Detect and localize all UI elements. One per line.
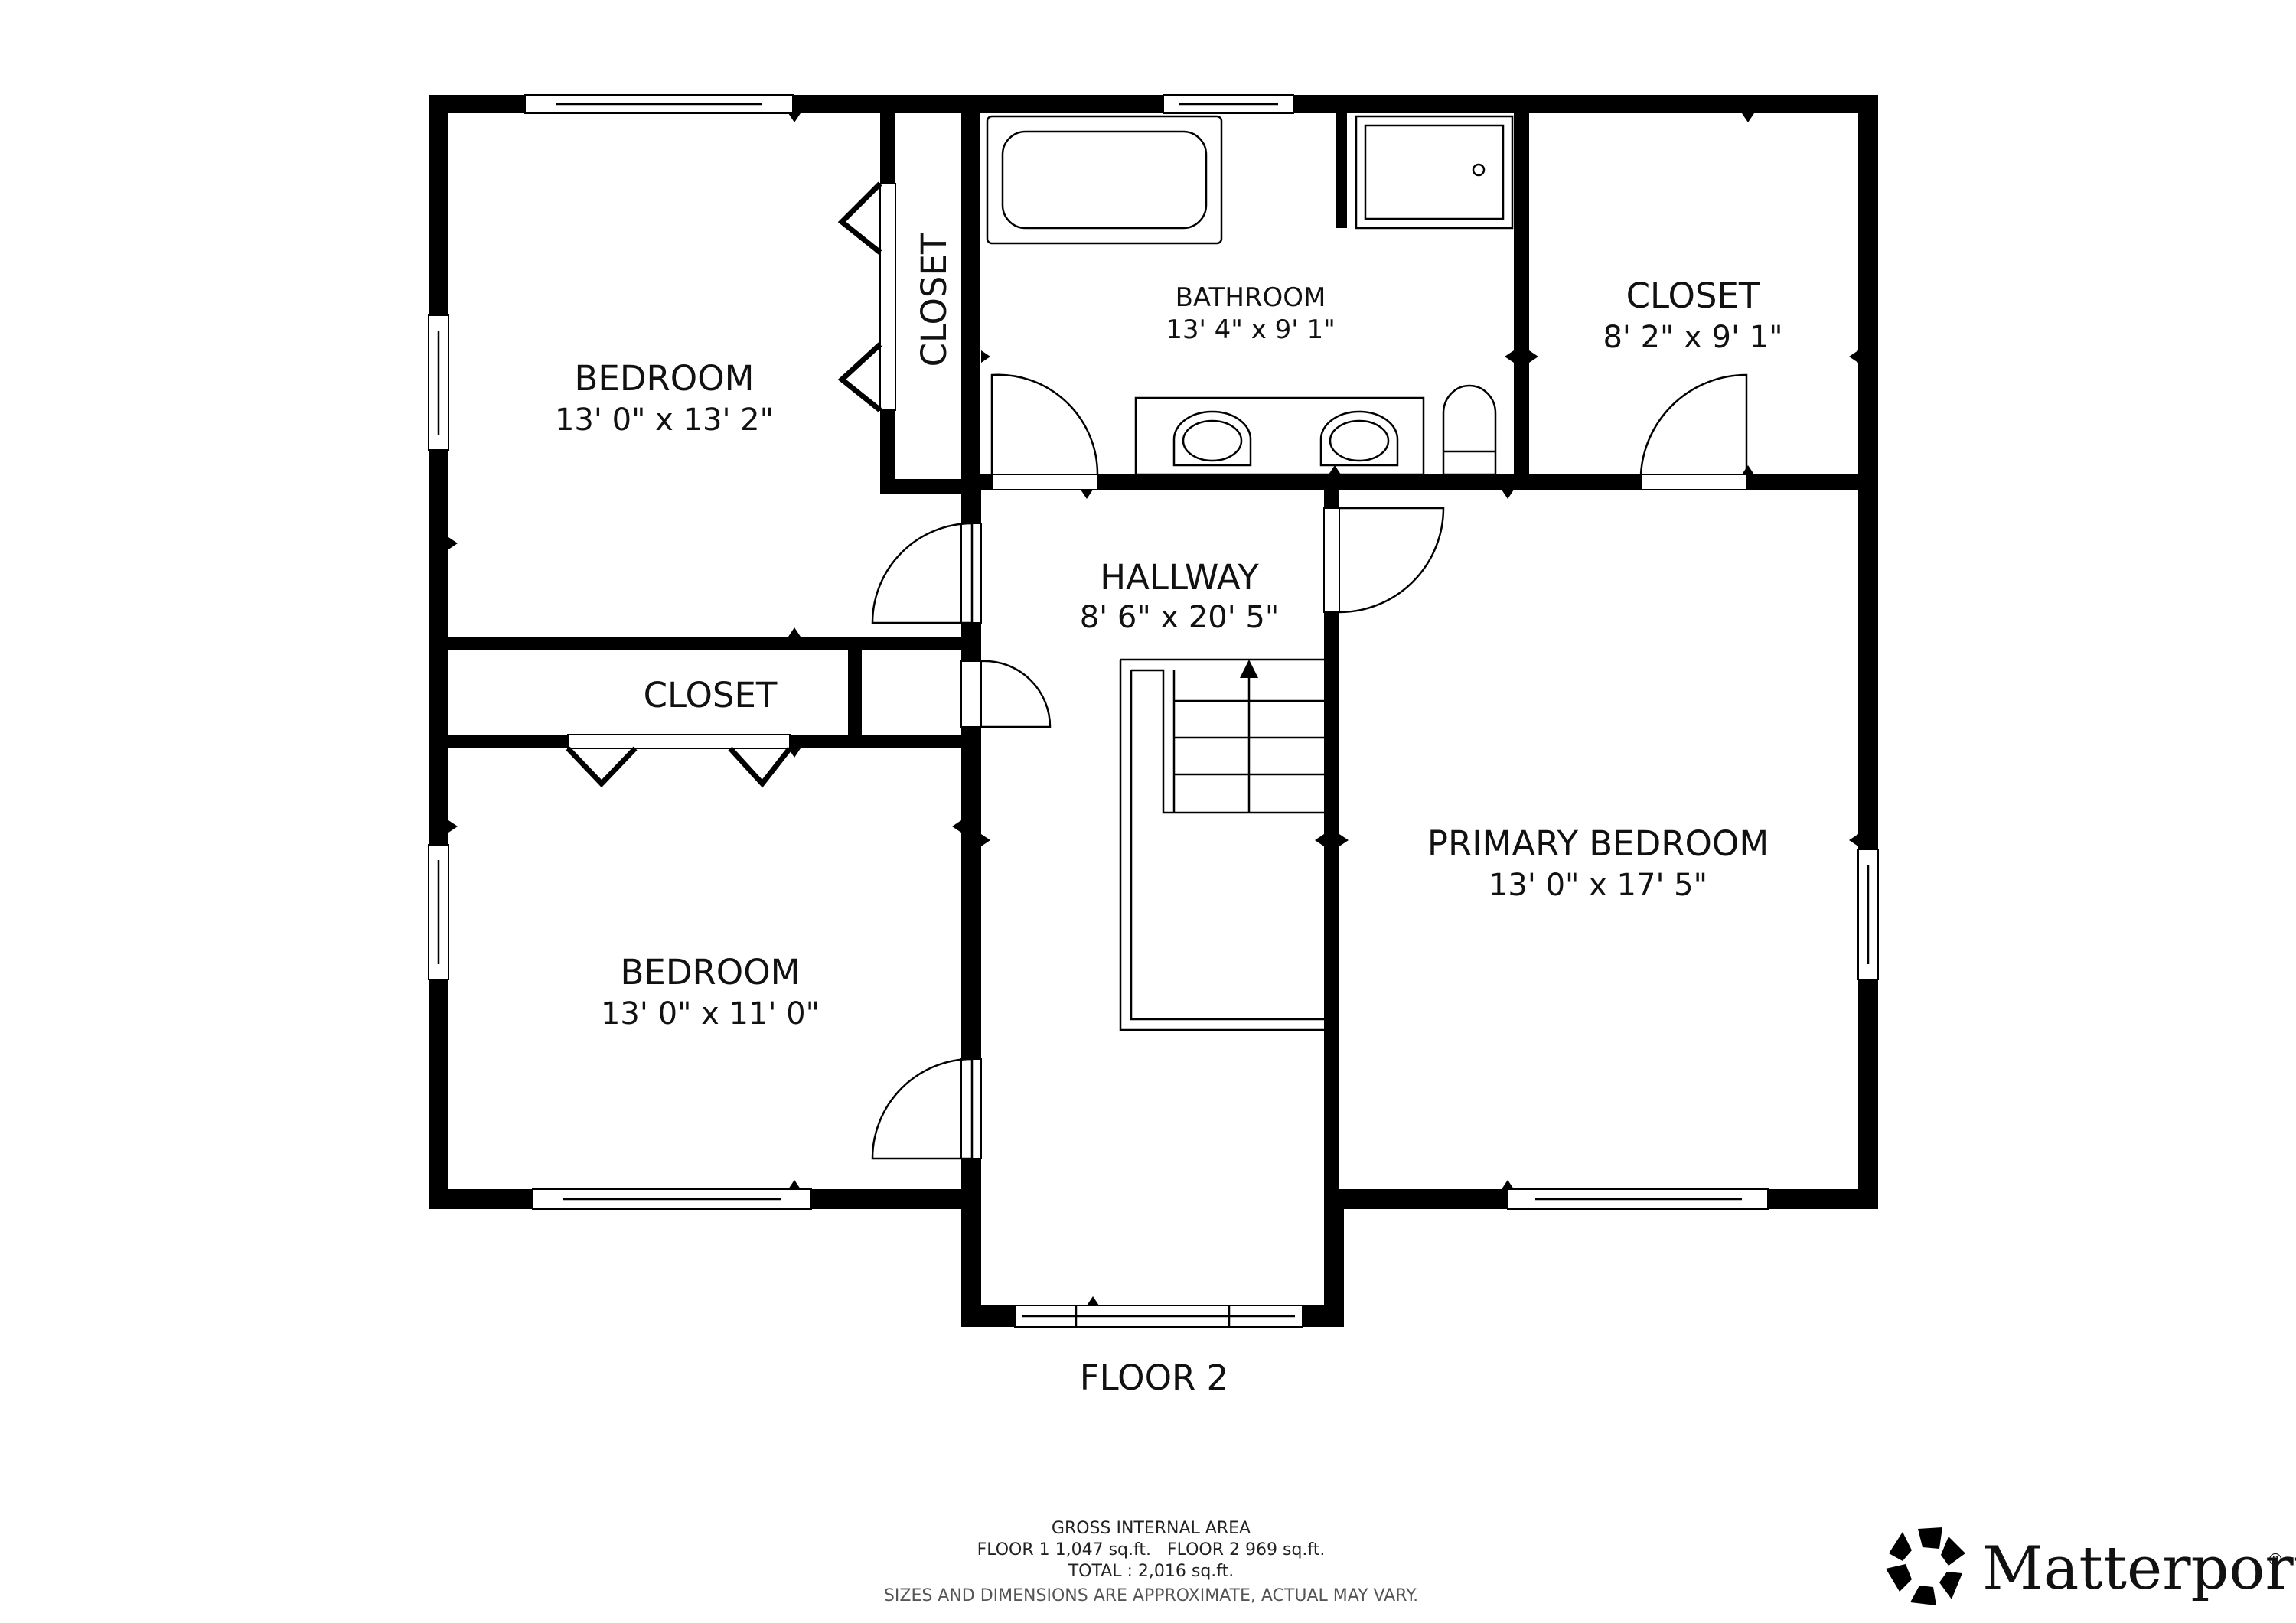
bathroom-name: BATHROOM xyxy=(1176,282,1326,313)
closet-vertical-name: CLOSET xyxy=(914,233,954,367)
windows xyxy=(428,94,1879,1328)
bedroom-top-dims: 13' 0" x 13' 2" xyxy=(555,402,774,438)
brand-name: Matterport xyxy=(1982,1534,2296,1603)
area-disclaimer: SIZES AND DIMENSIONS ARE APPROXIMATE, AC… xyxy=(884,1586,1418,1605)
wall-bath-closet xyxy=(1514,95,1529,490)
shower xyxy=(1355,115,1514,230)
bathtub xyxy=(986,115,1223,245)
door-closet-vertical xyxy=(837,181,882,412)
hallway-name: HALLWAY xyxy=(1100,557,1259,598)
brand: Matterport ® xyxy=(1886,1527,2296,1605)
wall-hall-right xyxy=(1324,482,1339,1209)
floor-label: FLOOR 2 xyxy=(1080,1357,1228,1398)
wall-closet-v-right xyxy=(961,95,980,493)
room-labels: BEDROOM 13' 0" x 13' 2" CLOSET BATHROOM … xyxy=(555,233,1783,1031)
door-bathroom xyxy=(990,373,1099,475)
door-closet-mid-bifold xyxy=(566,746,792,788)
area-title: GROSS INTERNAL AREA xyxy=(1052,1519,1251,1538)
closet-right-name: CLOSET xyxy=(1626,275,1760,316)
wall-left xyxy=(429,95,448,1209)
vanity xyxy=(1134,396,1425,476)
brand-registered-mark: ® xyxy=(2267,1551,2284,1570)
wall-closet-mid-top xyxy=(448,637,977,650)
stair-up-arrow-icon xyxy=(1240,660,1258,678)
doors xyxy=(566,181,1748,1160)
wall-closet-v-bottom xyxy=(880,479,980,494)
wall-right xyxy=(1858,95,1878,1209)
door-primary xyxy=(1339,507,1445,614)
primary-bedroom-name: PRIMARY BEDROOM xyxy=(1427,823,1769,864)
closet-middle-name: CLOSET xyxy=(644,675,778,715)
door-closet-right xyxy=(1639,373,1748,475)
sink-left xyxy=(1172,410,1252,467)
door-bedroom-bottom xyxy=(871,1058,974,1160)
bathroom-dims: 13' 4" x 9' 1" xyxy=(1166,314,1335,345)
sink-right xyxy=(1319,410,1399,467)
matterport-logo-icon xyxy=(1886,1527,1965,1605)
bedroom-top-name: BEDROOM xyxy=(575,358,755,399)
wall-hall-left-lower xyxy=(961,1189,981,1327)
bedroom-bottom-name: BEDROOM xyxy=(621,952,801,992)
hallway-dims: 8' 6" x 20' 5" xyxy=(1080,600,1280,635)
staircase xyxy=(1119,658,1324,1031)
closet-right-dims: 8' 2" x 9' 1" xyxy=(1603,320,1782,355)
fixtures xyxy=(986,115,1514,1031)
wall-closet-mid-divider xyxy=(848,637,862,748)
area-total: TOTAL : 2,016 sq.ft. xyxy=(1068,1562,1234,1581)
area-floors: FLOOR 1 1,047 sq.ft. FLOOR 2 969 sq.ft. xyxy=(977,1540,1326,1559)
primary-bedroom-dims: 13' 0" x 17' 5" xyxy=(1489,868,1707,903)
area-summary: GROSS INTERNAL AREA FLOOR 1 1,047 sq.ft.… xyxy=(884,1519,1418,1605)
dimension-markers xyxy=(448,113,1858,1305)
bedroom-bottom-dims: 13' 0" x 11' 0" xyxy=(601,996,820,1031)
wall-hall-right-lower xyxy=(1324,1189,1344,1327)
toilet xyxy=(1442,450,1497,476)
wall-shower xyxy=(1336,113,1347,228)
door-closet-mid xyxy=(980,660,1052,728)
door-bedroom-top xyxy=(871,522,974,624)
